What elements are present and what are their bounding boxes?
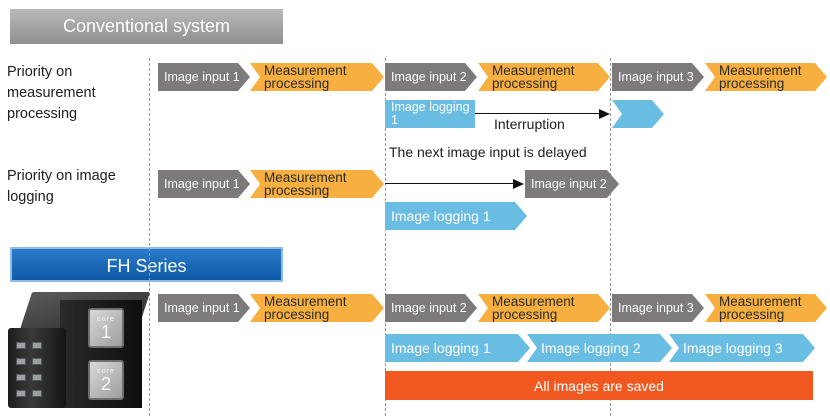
row-label-priority-measurement: Priority on measurement processing bbox=[7, 64, 96, 122]
core-label: core bbox=[97, 315, 115, 323]
block-image-input-3: Image input 3 bbox=[612, 63, 704, 91]
block-measurement-processing: Measurement processing bbox=[478, 294, 610, 322]
block-measurement-processing: Measurement processing bbox=[478, 63, 610, 91]
port-icon bbox=[32, 358, 42, 365]
delayed-note: The next image input is delayed bbox=[389, 144, 587, 160]
core-number: 2 bbox=[100, 373, 111, 394]
core-label: core bbox=[97, 367, 115, 375]
timeline-divider bbox=[385, 58, 386, 416]
arrow-head bbox=[513, 179, 524, 189]
block-measurement-processing: Measurement processing bbox=[250, 63, 384, 91]
interruption-note: Interruption bbox=[494, 116, 565, 132]
port-icon bbox=[32, 342, 42, 349]
port-icon bbox=[32, 374, 42, 381]
block-image-input-1: Image input 1 bbox=[158, 294, 250, 322]
block-image-logging-1: Image logging 1 bbox=[385, 100, 475, 128]
port-icon bbox=[16, 342, 26, 349]
port-icon bbox=[16, 390, 26, 397]
arrow-head bbox=[599, 109, 610, 119]
port-icon bbox=[16, 374, 26, 381]
interruption-arrow bbox=[475, 113, 601, 114]
block-image-logging-1: Image logging 1 bbox=[385, 334, 530, 362]
timeline-divider bbox=[610, 58, 611, 416]
delay-arrow bbox=[385, 183, 515, 184]
row-label-priority-logging: Priority on image logging bbox=[7, 168, 116, 205]
block-image-logging-continued bbox=[612, 100, 664, 128]
core-number: 1 bbox=[100, 321, 111, 342]
block-measurement-processing: Measurement processing bbox=[705, 294, 827, 322]
block-image-input-2: Image input 2 bbox=[385, 294, 477, 322]
conventional-system-header: Conventional system bbox=[10, 9, 283, 44]
cpu-core-2-icon: core 2 bbox=[88, 360, 124, 400]
port-icon bbox=[32, 390, 42, 397]
block-image-input-3: Image input 3 bbox=[612, 294, 704, 322]
block-image-input-1: Image input 1 bbox=[158, 63, 250, 91]
block-image-input-1: Image input 1 bbox=[158, 170, 250, 198]
port-icon bbox=[16, 358, 26, 365]
block-measurement-processing: Measurement processing bbox=[250, 170, 384, 198]
fh-series-header: FH Series bbox=[10, 247, 283, 282]
all-images-saved-bar: All images are saved bbox=[385, 371, 813, 400]
cpu-core-1-icon: core 1 bbox=[88, 308, 124, 348]
block-image-logging-1: Image logging 1 bbox=[385, 202, 527, 230]
block-measurement-processing: Measurement processing bbox=[705, 63, 827, 91]
block-image-input-2: Image input 2 bbox=[385, 63, 477, 91]
timeline-divider bbox=[149, 58, 150, 416]
block-measurement-processing: Measurement processing bbox=[250, 294, 384, 322]
block-image-logging-3: Image logging 3 bbox=[669, 334, 815, 362]
block-image-logging-2: Image logging 2 bbox=[527, 334, 672, 362]
block-image-input-2: Image input 2 bbox=[525, 170, 619, 198]
